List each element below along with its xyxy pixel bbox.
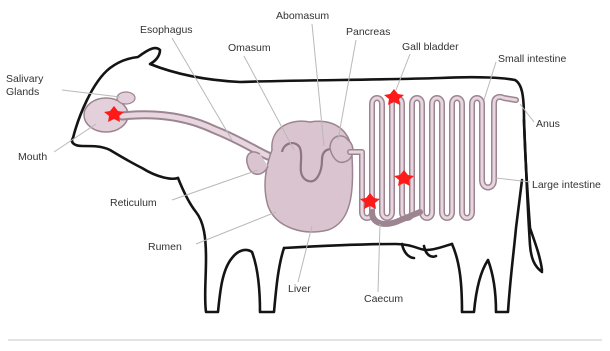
leader-liver — [298, 226, 312, 282]
label-gall-bladder: Gall bladder — [402, 41, 459, 53]
label-large-intestine: Large intestine — [532, 179, 601, 191]
cow-head-outline — [72, 138, 178, 179]
leader-omasum — [244, 56, 294, 150]
leader-reticulum — [172, 170, 258, 200]
label-reticulum: Reticulum — [110, 197, 157, 209]
cow-belly-outline — [284, 244, 452, 250]
label-esophagus: Esophagus — [140, 24, 193, 36]
salivary-gland-shape — [117, 92, 135, 104]
label-pancreas: Pancreas — [346, 26, 390, 38]
label-liver: Liver — [288, 283, 311, 295]
label-salivary-glands-line1: Salivary — [6, 73, 44, 85]
label-mouth: Mouth — [18, 151, 47, 163]
leader-pancreas — [338, 40, 356, 140]
leader-small-intestine — [484, 62, 496, 100]
label-rumen: Rumen — [148, 241, 182, 253]
leader-anus — [520, 104, 534, 122]
label-omasum: Omasum — [228, 42, 271, 54]
leader-large-intestine — [496, 178, 530, 182]
label-caecum: Caecum — [364, 293, 403, 305]
leader-caecum — [378, 224, 380, 292]
label-anus: Anus — [536, 118, 560, 130]
digestive-system — [84, 92, 516, 232]
esophagus-tube-inner — [122, 115, 268, 156]
cow-tail-outline — [524, 120, 542, 272]
label-abomasum: Abomasum — [276, 10, 329, 22]
label-small-intestine: Small intestine — [498, 53, 566, 65]
label-salivary-glands-line2: Glands — [6, 86, 39, 98]
leader-rumen — [196, 212, 276, 244]
leader-gall-bladder — [396, 54, 410, 90]
